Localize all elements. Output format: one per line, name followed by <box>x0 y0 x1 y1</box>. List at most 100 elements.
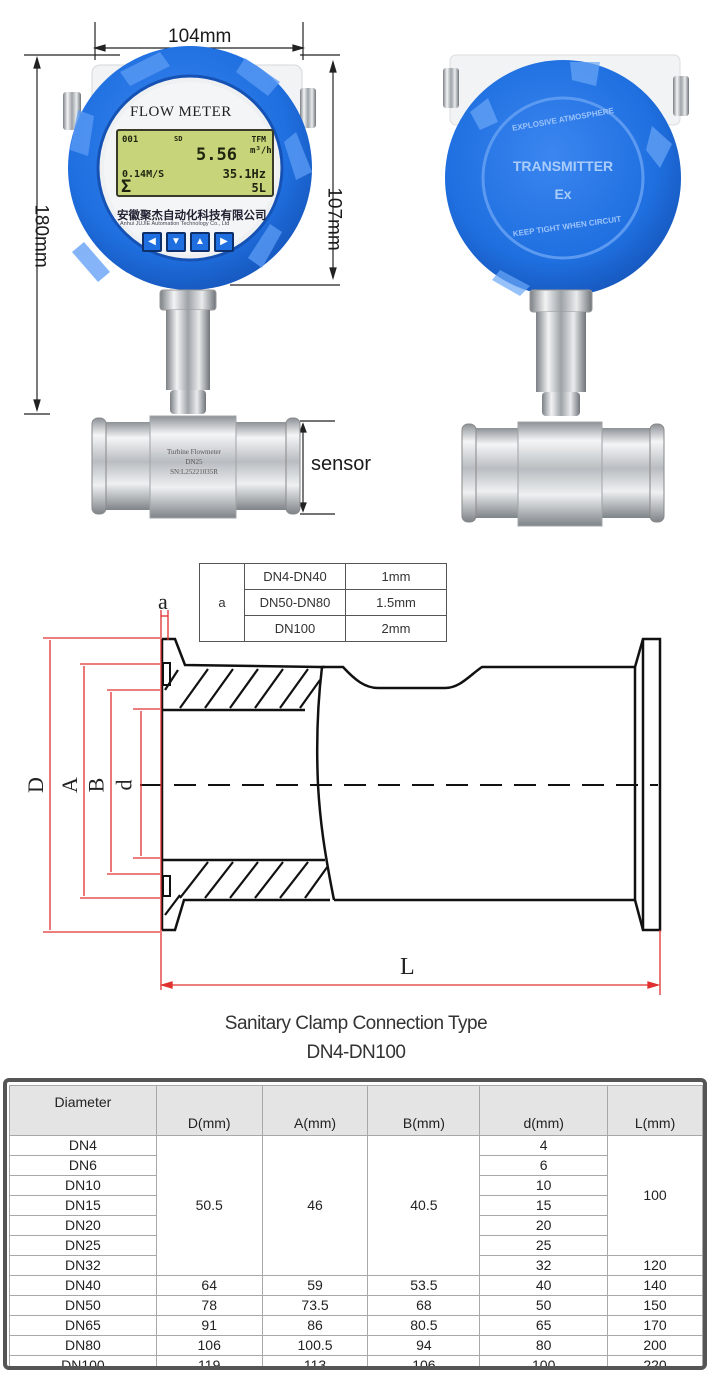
cell-d: 32 <box>479 1255 609 1276</box>
cell-A-merged: 46 <box>261 1135 369 1276</box>
width-dimension-label: 104mm <box>168 26 232 47</box>
keypad: ◀ ▼ ▲ ▶ <box>142 232 234 252</box>
cell-diameter: DN6 <box>9 1155 157 1176</box>
sensor-engraving: Turbine Flowmeter DN25 SN:L25221035R <box>156 447 232 477</box>
cell-A: 100.5 <box>261 1335 369 1356</box>
cell-diameter: DN40 <box>9 1275 157 1296</box>
table-row: DN10 10 <box>9 1175 703 1196</box>
right-arrow-key[interactable]: ▶ <box>214 232 234 252</box>
cell-d: 20 <box>479 1215 609 1236</box>
cell-D: 64 <box>155 1275 263 1296</box>
weld-value: 1.5mm <box>345 589 447 616</box>
right-arrow-icon: ▶ <box>220 236 228 247</box>
cell-diameter: DN100 <box>9 1355 157 1366</box>
cell-D: 106 <box>155 1335 263 1356</box>
header-L: L(mm) <box>607 1085 703 1136</box>
front-sensor <box>91 289 301 519</box>
lcd-frequency: 35.1Hz <box>222 167 266 181</box>
clamp-section-drawing <box>43 610 662 995</box>
cell-L: 170 <box>607 1315 703 1336</box>
red-dimension-lines <box>43 610 661 995</box>
cell-diameter: DN80 <box>9 1335 157 1356</box>
weld-table-row: DN100 2mm <box>200 615 447 642</box>
cell-B: 68 <box>367 1295 481 1316</box>
cell-D: 78 <box>155 1295 263 1316</box>
cell-L: 140 <box>607 1275 703 1296</box>
cell-d: 100 <box>479 1355 609 1366</box>
table-row: DN65 91 86 80.5 65 170 <box>9 1315 703 1336</box>
lcd-total-symbol: Σ <box>121 177 132 197</box>
lcd-flow-rate: 5.56 <box>196 145 237 165</box>
table-row: DN32 32 120 <box>9 1255 703 1276</box>
table-row: DN80 106 100.5 94 80 200 <box>9 1335 703 1356</box>
cell-d: 80 <box>479 1335 609 1356</box>
weld-table-label: a <box>199 563 245 642</box>
lcd-total-value: 5L <box>251 181 266 195</box>
cell-L: 200 <box>607 1335 703 1356</box>
label-A: A <box>56 777 82 793</box>
cell-diameter: DN4 <box>9 1135 157 1156</box>
weld-range: DN50-DN80 <box>244 589 346 616</box>
down-arrow-icon: ▼ <box>171 236 181 247</box>
dimension-spec-table-frame: Diameter D(mm) A(mm) B(mm) d(mm) L(mm) D… <box>3 1078 707 1370</box>
cover-text-main: TRANSMITTER <box>512 158 614 174</box>
drawing-caption-title: Sanitary Clamp Connection Type <box>224 1013 488 1034</box>
left-arrow-key[interactable]: ◀ <box>142 232 162 252</box>
cell-L-merged: 100 <box>607 1135 703 1256</box>
header-B: B(mm) <box>367 1085 481 1136</box>
down-arrow-key[interactable]: ▼ <box>166 232 186 252</box>
cell-diameter: DN10 <box>9 1175 157 1196</box>
back-meter <box>443 54 689 296</box>
table-row: DN4 50.5 46 40.5 4 100 <box>9 1135 703 1276</box>
cell-B: 80.5 <box>367 1315 481 1336</box>
header-diameter: Diameter <box>9 1085 157 1136</box>
cell-L: 220 <box>607 1355 703 1366</box>
company-name-cn: 安徽聚杰自动化科技有限公司 <box>117 210 267 222</box>
cell-D: 91 <box>155 1315 263 1336</box>
table-header-row: Diameter D(mm) A(mm) B(mm) d(mm) L(mm) <box>9 1085 703 1136</box>
weld-table-row: a DN4-DN40 1mm <box>199 563 447 642</box>
cell-d: 6 <box>479 1155 609 1176</box>
cell-d: 10 <box>479 1175 609 1196</box>
header-A: A(mm) <box>261 1085 369 1136</box>
cell-A: 86 <box>261 1315 369 1336</box>
lcd-display: 001 SD TFM 5.56 m³/h 0.14M/S 35.1Hz Σ 5L <box>116 129 274 197</box>
label-L: L <box>400 954 415 980</box>
cell-d: 25 <box>479 1235 609 1256</box>
lcd-mode: TFM <box>251 135 266 144</box>
up-arrow-icon: ▲ <box>195 236 205 247</box>
label-B: B <box>83 777 109 793</box>
cell-diameter: DN65 <box>9 1315 157 1336</box>
sensor-engraving-serial: SN:L25221035R <box>170 468 218 476</box>
cell-d: 65 <box>479 1315 609 1336</box>
company-name-en: Anhui JUJIE Automation Technology Co., L… <box>120 221 230 227</box>
sensor-engraving-title: Turbine Flowmeter <box>167 448 221 456</box>
cell-d: 4 <box>479 1135 609 1156</box>
cell-d: 15 <box>479 1195 609 1216</box>
dimension-spec-table: Diameter D(mm) A(mm) B(mm) d(mm) L(mm) D… <box>9 1085 703 1366</box>
label-d: d <box>111 779 137 791</box>
cell-diameter: DN32 <box>9 1255 157 1276</box>
cell-D: 119 <box>155 1355 263 1366</box>
cell-diameter: DN20 <box>9 1215 157 1236</box>
table-row: DN100 119 113 106 100 220 <box>9 1355 703 1366</box>
weld-value: 2mm <box>345 615 447 642</box>
cell-B: 94 <box>367 1335 481 1356</box>
faceplate-title: FLOW METER <box>130 104 232 120</box>
lcd-address: 001 <box>122 135 139 145</box>
cell-d: 40 <box>479 1275 609 1296</box>
label-D: D <box>22 777 48 793</box>
table-row: DN25 25 <box>9 1235 703 1256</box>
cell-A: 73.5 <box>261 1295 369 1316</box>
sensor-engraving-size: DN25 <box>185 458 203 466</box>
cell-L: 150 <box>607 1295 703 1316</box>
cell-L: 120 <box>607 1255 703 1276</box>
lcd-velocity: 0.14M/S <box>122 169 165 180</box>
weld-value: 1mm <box>345 563 447 590</box>
cell-diameter: DN25 <box>9 1235 157 1256</box>
dimension-lines-front <box>24 22 340 515</box>
lcd-flow-unit: m³/h <box>250 146 272 156</box>
up-arrow-key[interactable]: ▲ <box>190 232 210 252</box>
cell-B: 106 <box>367 1355 481 1366</box>
label-a: a <box>158 589 168 614</box>
